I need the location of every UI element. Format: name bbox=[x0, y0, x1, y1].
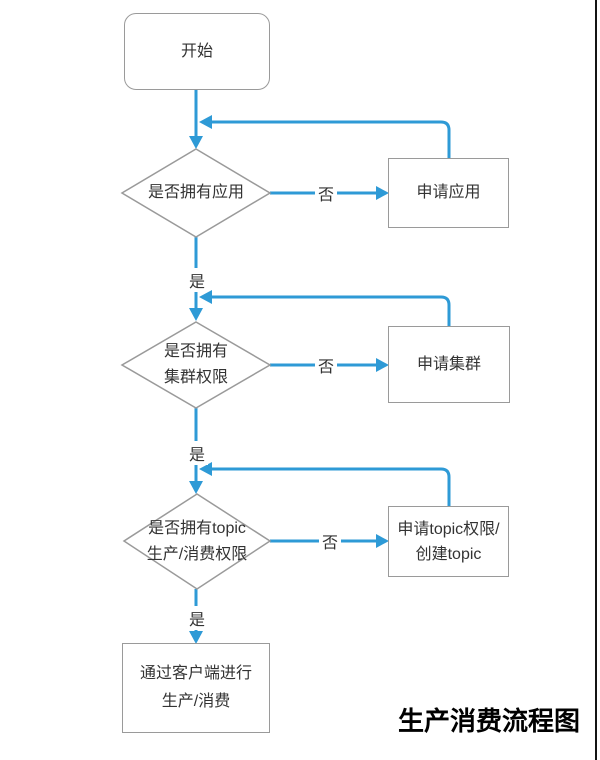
produce-consume-node: 通过客户端进行 生产/消费 bbox=[122, 643, 270, 733]
decision-cluster-diamond bbox=[120, 321, 272, 409]
yes-label-2: 是 bbox=[185, 441, 209, 465]
arrow-right-icon bbox=[376, 358, 389, 372]
arrow-right-icon bbox=[376, 186, 389, 200]
apply-topic-label-line2: 创建topic bbox=[415, 545, 482, 563]
no-label-3: 否 bbox=[318, 529, 342, 553]
chart-title: 生产消费流程图 bbox=[398, 706, 581, 736]
arrow-left-icon bbox=[199, 115, 212, 129]
edge-apply-app-loopback bbox=[210, 120, 451, 158]
apply-app-node: 申请应用 bbox=[388, 158, 509, 228]
start-node: 开始 bbox=[124, 13, 270, 90]
produce-consume-label-line1: 通过客户端进行 bbox=[139, 665, 252, 682]
yes-label-3: 是 bbox=[185, 606, 209, 630]
apply-app-label: 申请应用 bbox=[416, 184, 481, 201]
arrow-left-icon bbox=[199, 290, 212, 304]
produce-consume-label-line2: 生产/消费 bbox=[161, 693, 231, 710]
arrow-down-icon bbox=[189, 481, 203, 494]
decision-app-diamond bbox=[120, 148, 272, 238]
no-label-2: 否 bbox=[314, 353, 338, 377]
yes-label-1: 是 bbox=[185, 268, 209, 292]
arrow-down-icon bbox=[189, 136, 203, 149]
right-edge-divider bbox=[595, 0, 597, 760]
start-node-label: 开始 bbox=[180, 42, 213, 60]
arrow-down-icon bbox=[189, 308, 203, 321]
decision-topic-diamond bbox=[122, 493, 272, 590]
apply-topic-node: 申请topic权限/ 创建topic bbox=[388, 506, 509, 577]
apply-cluster-node: 申请集群 bbox=[388, 326, 510, 403]
edge-apply-topic-loopback bbox=[210, 467, 451, 506]
arrow-left-icon bbox=[199, 462, 212, 476]
arrow-right-icon bbox=[376, 534, 389, 548]
edge-apply-cluster-loopback bbox=[210, 295, 451, 326]
no-label-1: 否 bbox=[314, 181, 338, 205]
arrow-down-icon bbox=[189, 631, 203, 644]
apply-cluster-label: 申请集群 bbox=[416, 355, 481, 373]
apply-topic-label-line1: 申请topic权限/ bbox=[397, 520, 500, 538]
